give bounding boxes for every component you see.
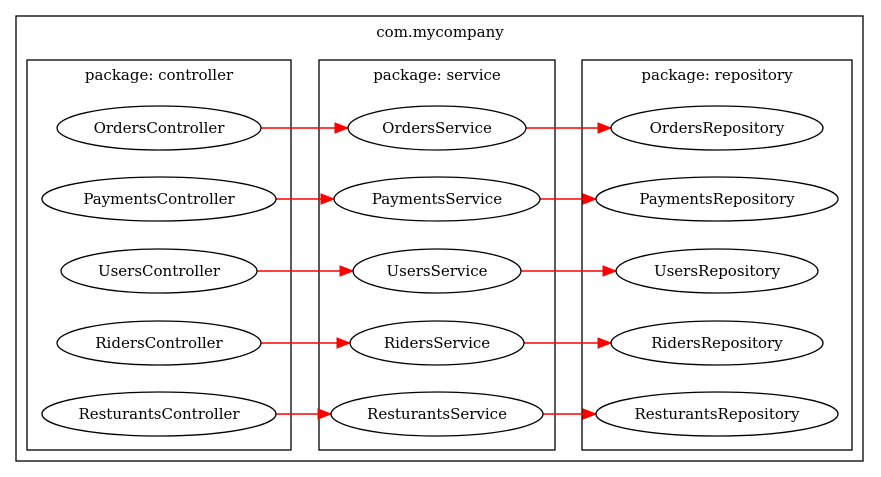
- node-label: UsersController: [98, 262, 221, 280]
- node-ellipse: [41, 176, 277, 222]
- edge-payments-service-to-payments-repository: [540, 193, 598, 205]
- edge-orders-service-to-orders-repository: [526, 122, 613, 134]
- node-payments-repository: PaymentsRepository: [595, 176, 839, 222]
- node-riders-controller: RidersController: [56, 320, 262, 366]
- edge-resturants-service-to-resturants-repository: [543, 408, 598, 420]
- node-ellipse: [347, 105, 527, 151]
- node-ellipse: [615, 248, 819, 294]
- node-ellipse: [610, 105, 824, 151]
- node-orders-repository: OrdersRepository: [610, 105, 824, 151]
- node-label: OrdersService: [382, 119, 492, 137]
- node-label: RidersService: [384, 334, 490, 352]
- edge-users-controller-to-users-service: [257, 265, 355, 277]
- node-label: UsersService: [387, 262, 488, 280]
- node-label: RidersRepository: [651, 334, 783, 352]
- node-resturants-repository: ResturantsRepository: [595, 391, 839, 437]
- node-riders-repository: RidersRepository: [610, 320, 824, 366]
- node-label: PaymentsController: [83, 190, 235, 208]
- edge-resturants-controller-to-resturants-service: [276, 408, 333, 420]
- node-ellipse: [352, 248, 522, 294]
- node-ellipse: [330, 391, 544, 437]
- node-label: OrdersController: [94, 119, 226, 137]
- node-label: PaymentsRepository: [639, 190, 795, 208]
- node-ellipse: [595, 176, 839, 222]
- arrowhead-icon: [582, 408, 598, 420]
- edge-riders-controller-to-riders-service: [261, 337, 352, 349]
- node-orders-service: OrdersService: [347, 105, 527, 151]
- edge-users-service-to-users-repository: [521, 265, 618, 277]
- node-label: OrdersRepository: [650, 119, 785, 137]
- node-ellipse: [56, 320, 262, 366]
- node-users-service: UsersService: [352, 248, 522, 294]
- node-users-controller: UsersController: [60, 248, 258, 294]
- package-repository-title: package: repository: [641, 66, 793, 84]
- node-payments-service: PaymentsService: [333, 176, 541, 222]
- node-ellipse: [56, 105, 262, 151]
- node-users-repository: UsersRepository: [615, 248, 819, 294]
- arrowhead-icon: [597, 122, 613, 134]
- arrowhead-icon: [602, 265, 618, 277]
- arrowhead-icon: [597, 337, 613, 349]
- edge-payments-controller-to-payments-service: [276, 193, 336, 205]
- node-resturants-service: ResturantsService: [330, 391, 544, 437]
- arrowhead-icon: [334, 122, 350, 134]
- node-riders-service: RidersService: [349, 320, 525, 366]
- nodes-layer: OrdersControllerPaymentsControllerUsersC…: [41, 105, 839, 437]
- node-ellipse: [333, 176, 541, 222]
- node-ellipse: [610, 320, 824, 366]
- edge-orders-controller-to-orders-service: [261, 122, 350, 134]
- arrowhead-icon: [336, 337, 352, 349]
- arrowhead-icon: [317, 408, 333, 420]
- edges-layer: [257, 122, 618, 420]
- node-label: RidersController: [95, 334, 223, 352]
- node-label: ResturantsController: [78, 405, 240, 423]
- node-resturants-controller: ResturantsController: [41, 391, 277, 437]
- arrowhead-icon: [582, 193, 598, 205]
- node-ellipse: [349, 320, 525, 366]
- node-label: UsersRepository: [654, 262, 781, 280]
- arrowhead-icon: [320, 193, 336, 205]
- package-service-title: package: service: [373, 66, 501, 84]
- arrowhead-icon: [339, 265, 355, 277]
- node-ellipse: [41, 391, 277, 437]
- edge-riders-service-to-riders-repository: [524, 337, 613, 349]
- outer-package-title: com.mycompany: [376, 23, 504, 41]
- package-controller-title: package: controller: [85, 66, 234, 84]
- node-label: ResturantsRepository: [634, 405, 800, 423]
- node-orders-controller: OrdersController: [56, 105, 262, 151]
- node-ellipse: [60, 248, 258, 294]
- node-payments-controller: PaymentsController: [41, 176, 277, 222]
- node-ellipse: [595, 391, 839, 437]
- node-label: PaymentsService: [372, 190, 502, 208]
- node-label: ResturantsService: [367, 405, 507, 423]
